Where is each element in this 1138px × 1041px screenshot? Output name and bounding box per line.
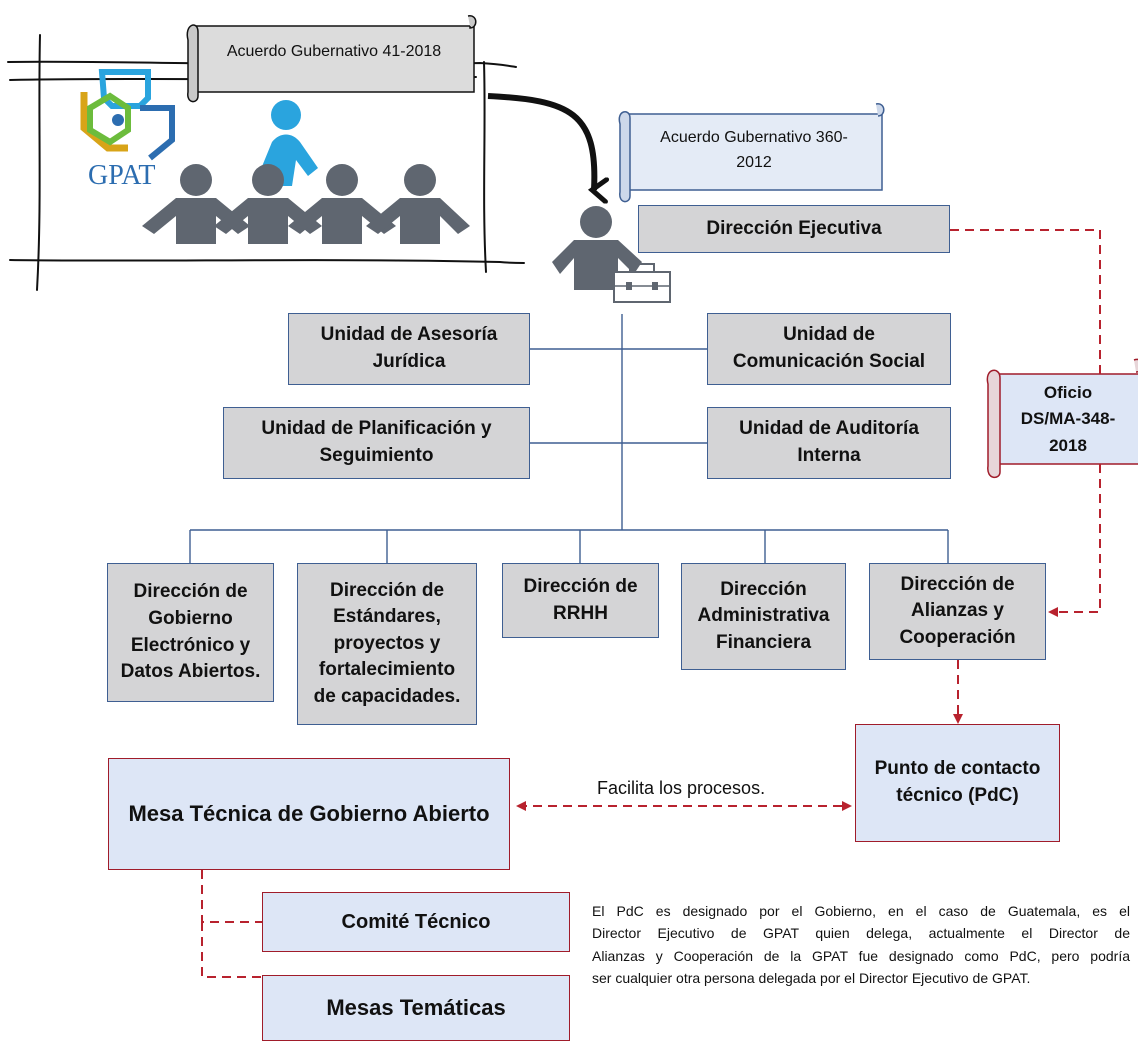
direccion-gobierno-box: Dirección de Gobierno Electrónico y Dato… xyxy=(107,563,274,702)
note-line: ser cualquier otra persona delegada por … xyxy=(592,970,1031,987)
direccion-estandares-box: Dirección de Estándares, proyectos y for… xyxy=(297,563,477,725)
gpat-logo-icon xyxy=(80,69,175,161)
unidad-planificacion-box: Unidad de Planificación y Seguimiento xyxy=(223,407,530,479)
oficio-label: Oficio DS/MA-348- 2018 xyxy=(1020,383,1116,455)
mesas-tematicas-box: Mesas Temáticas xyxy=(262,975,570,1041)
facilita-label: Facilita los procesos. xyxy=(597,778,766,798)
note-line: Alianzas y Cooperación de la GPAT fue de… xyxy=(592,947,1130,964)
org-lines xyxy=(189,314,949,563)
unidad-auditoria-box: Unidad de Auditoría Interna xyxy=(707,407,951,479)
direccion-alianzas-box: Dirección de Alianzas y Cooperación xyxy=(869,563,1046,660)
acuerdo-41-label: Acuerdo Gubernativo 41-2018 xyxy=(226,43,442,60)
direccion-rrhh-box: Dirección de RRHH xyxy=(502,563,659,638)
comite-tecnico-box: Comité Técnico xyxy=(262,892,570,952)
people-group-icon xyxy=(142,100,470,244)
scroll-acuerdo-360 xyxy=(618,103,885,203)
note-line: Director Ejecutivo de GPAT quien delega,… xyxy=(592,925,1130,942)
dashed-connectors xyxy=(201,229,1101,978)
curved-arrow xyxy=(487,93,594,190)
punto-contacto-box: Punto de contacto técnico (PdC) xyxy=(855,724,1060,842)
scroll-oficio xyxy=(986,358,1138,479)
unidad-asesoria-box: Unidad de Asesoría Jurídica xyxy=(288,313,530,385)
unidad-comunicacion-box: Unidad de Comunicación Social xyxy=(707,313,951,385)
direccion-ejecutiva-box: Dirección Ejecutiva xyxy=(638,205,950,253)
pdc-note: El PdC es designado por el Gobierno, en … xyxy=(592,900,1130,990)
direccion-administrativa-box: Dirección Administrativa Financiera xyxy=(681,563,846,670)
note-line: El PdC es designado por el Gobierno, en … xyxy=(592,903,1130,919)
scroll-acuerdo-41 xyxy=(186,15,477,103)
mesa-tecnica-box: Mesa Técnica de Gobierno Abierto xyxy=(108,758,510,870)
executive-person-icon xyxy=(552,206,671,303)
logo-text: GPAT xyxy=(88,160,156,191)
acuerdo-360-label: Acuerdo Gubernativo 360- 2012 xyxy=(660,129,848,171)
